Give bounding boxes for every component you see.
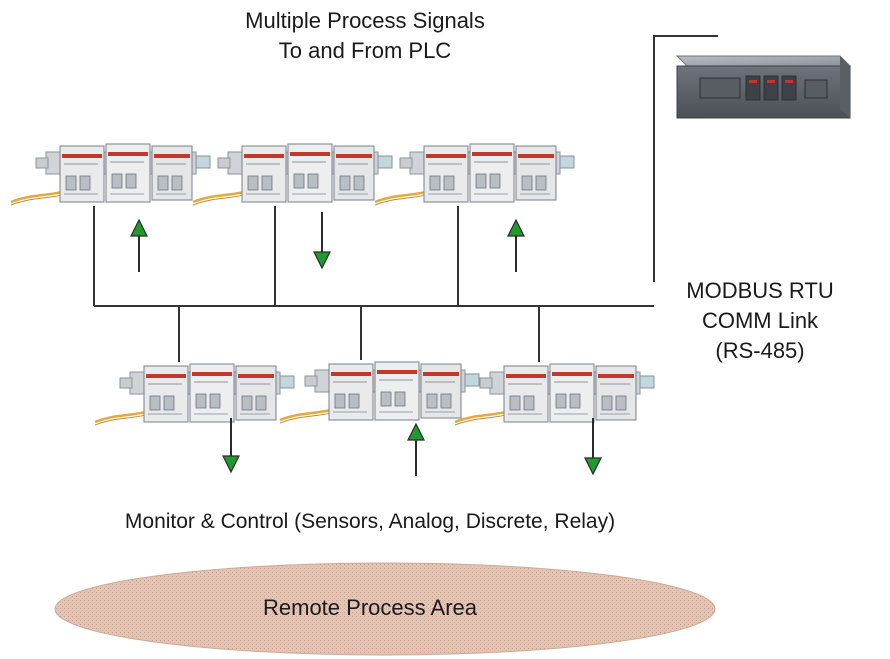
io-module-6 bbox=[453, 362, 656, 427]
signal-arrow-up-5 bbox=[407, 422, 425, 476]
signal-arrow-down-4 bbox=[222, 418, 240, 474]
rs485-bus bbox=[93, 35, 718, 362]
modbus-link-line-1: MODBUS RTU bbox=[686, 278, 834, 303]
signal-arrow-down-6 bbox=[584, 418, 602, 476]
signal-arrow-down-2 bbox=[313, 212, 331, 270]
modbus-link-label: MODBUS RTU COMM Link (RS-485) bbox=[660, 276, 860, 366]
monitor-control-label: Monitor & Control (Sensors, Analog, Disc… bbox=[124, 510, 616, 533]
modbus-link-line-3: (RS-485) bbox=[715, 338, 805, 363]
process-signals-line-1: Multiple Process Signals bbox=[245, 8, 485, 33]
io-module-3 bbox=[373, 142, 576, 207]
process-signals-line-2: To and From PLC bbox=[278, 38, 452, 63]
plc-device bbox=[675, 55, 852, 119]
io-module-1 bbox=[9, 142, 212, 207]
signal-arrow-up-1 bbox=[130, 218, 148, 272]
remote-process-area bbox=[54, 562, 716, 656]
io-module-4 bbox=[93, 362, 296, 427]
plc-drop-line bbox=[653, 35, 718, 282]
remote-process-area-label: Remote Process Area bbox=[263, 595, 477, 620]
process-signals-label: Multiple Process Signals To and From PLC bbox=[170, 6, 560, 66]
io-module-2 bbox=[191, 142, 394, 207]
signal-arrow-up-3 bbox=[507, 218, 525, 272]
modbus-link-line-2: COMM Link bbox=[701, 308, 819, 333]
io-module-5 bbox=[278, 360, 481, 425]
